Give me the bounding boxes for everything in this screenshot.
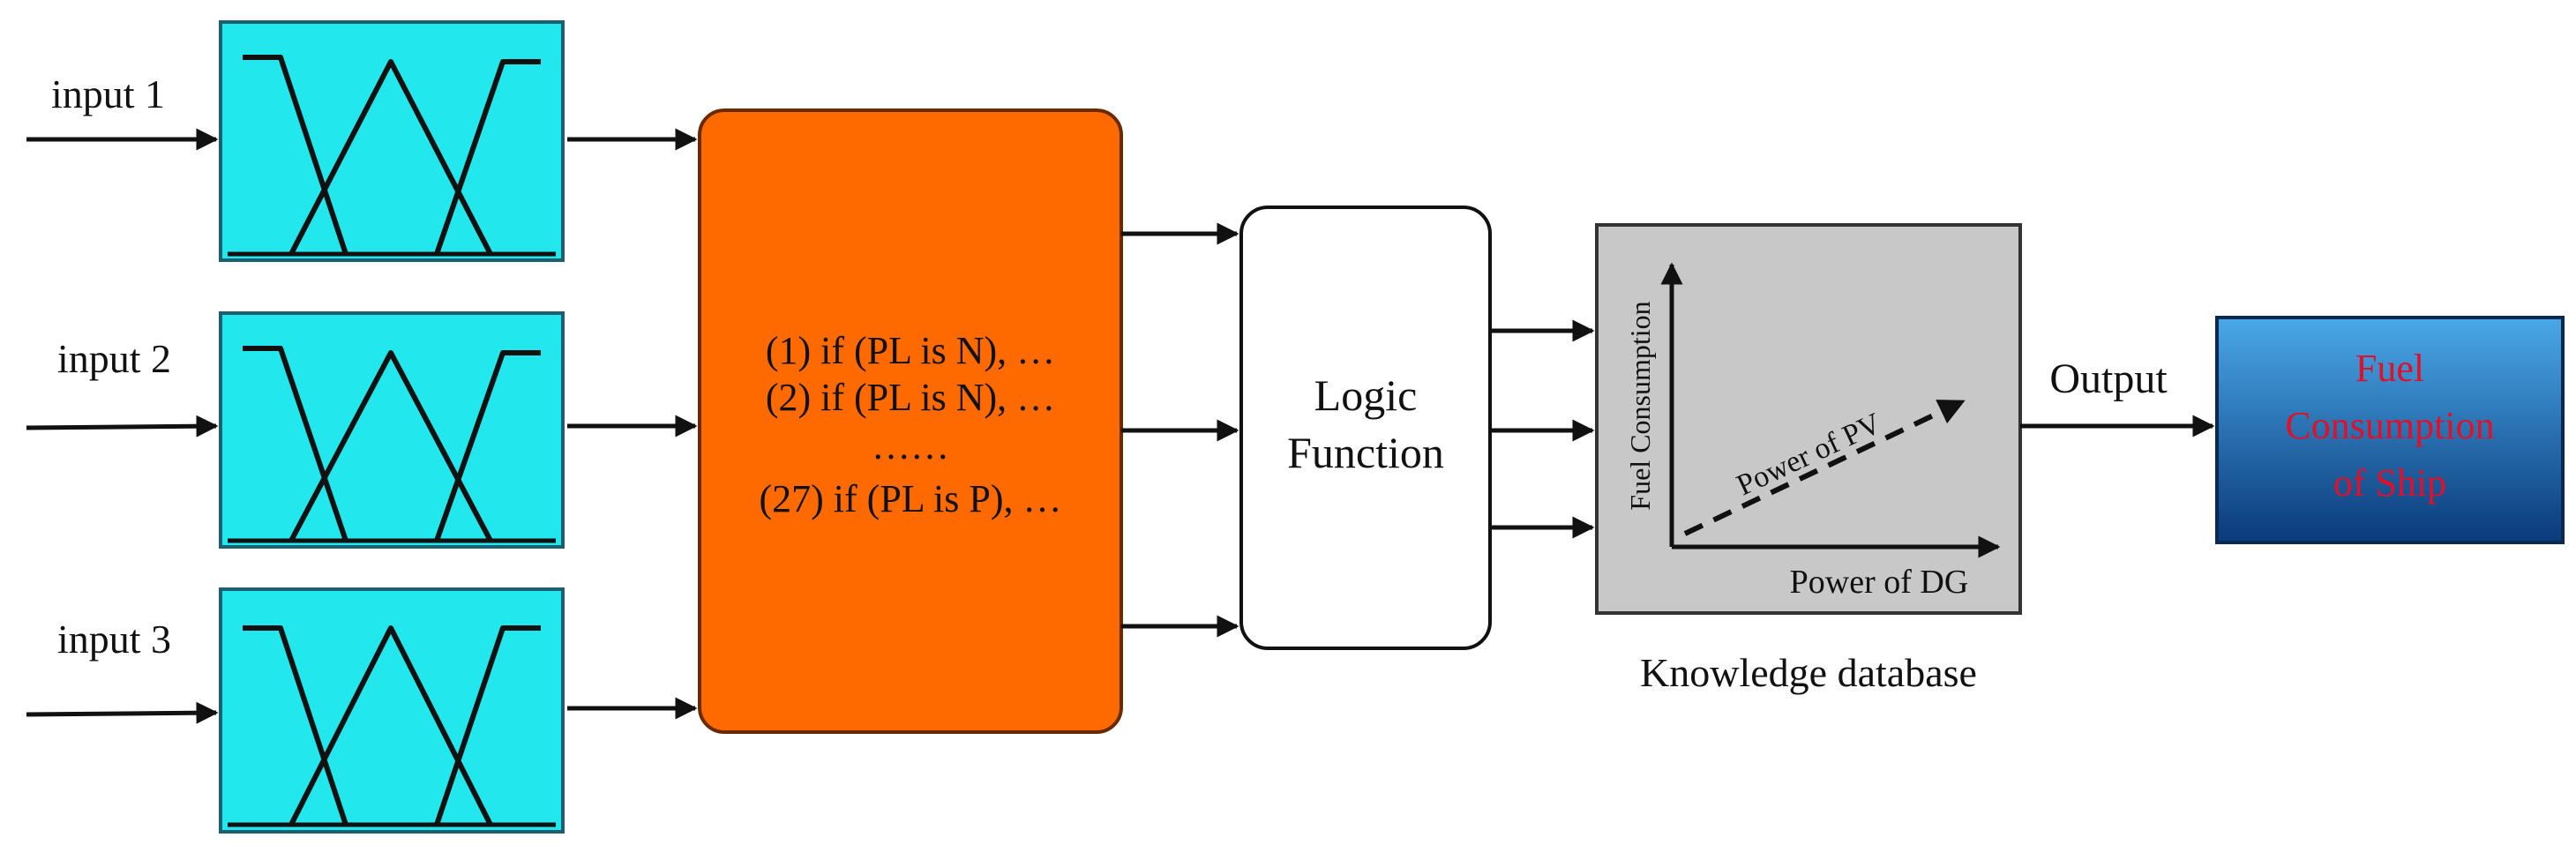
- rule-line-2: (2) if (PL is N), …: [766, 376, 1055, 419]
- logic-function-line-1: Logic: [1314, 370, 1418, 420]
- knowledge-y-axis-label: Fuel Consumption: [1624, 301, 1656, 510]
- rule-line-3: (27) if (PL is P), …: [759, 477, 1061, 520]
- input-2-label: input 2: [57, 336, 171, 381]
- logic-function-line-2: Function: [1287, 428, 1444, 477]
- input-3-label: input 3: [57, 617, 171, 662]
- knowledge-database-box: Fuel Consumption Power of PV Power of DG: [1595, 223, 2022, 615]
- input-1-group: input 1: [26, 20, 698, 262]
- result-line-2: Consumption: [2285, 404, 2494, 447]
- result-line-3: of Ship: [2333, 461, 2446, 505]
- knowledge-database-caption: Knowledge database: [1640, 650, 1977, 695]
- result-line-1: Fuel: [2355, 347, 2424, 390]
- rule-line-1: (1) if (PL is N), …: [766, 329, 1055, 372]
- input-1-membership-box: [219, 20, 565, 262]
- input-2-membership-box: [219, 311, 565, 549]
- output-label: Output: [2049, 355, 2168, 402]
- input-2-group: input 2: [26, 311, 698, 549]
- logic-function-box: Logic Function: [1239, 206, 1492, 650]
- input-2-arrow: [26, 415, 219, 437]
- input-3-membership-box: [219, 587, 565, 834]
- rule-base-box: (1) if (PL is N), … (2) if (PL is N), … …: [698, 108, 1123, 734]
- knowledge-x-axis-label: Power of DG: [1790, 564, 1969, 601]
- rule-ellipsis: ……: [872, 424, 949, 467]
- input-3-group: input 3: [26, 587, 698, 834]
- input-1-label: input 1: [51, 71, 165, 116]
- knowledge-diagonal-arrow: [1683, 399, 1966, 536]
- fuel-consumption-result-box: Fuel Consumption of Ship: [2215, 316, 2565, 544]
- input-3-arrow: [26, 701, 219, 724]
